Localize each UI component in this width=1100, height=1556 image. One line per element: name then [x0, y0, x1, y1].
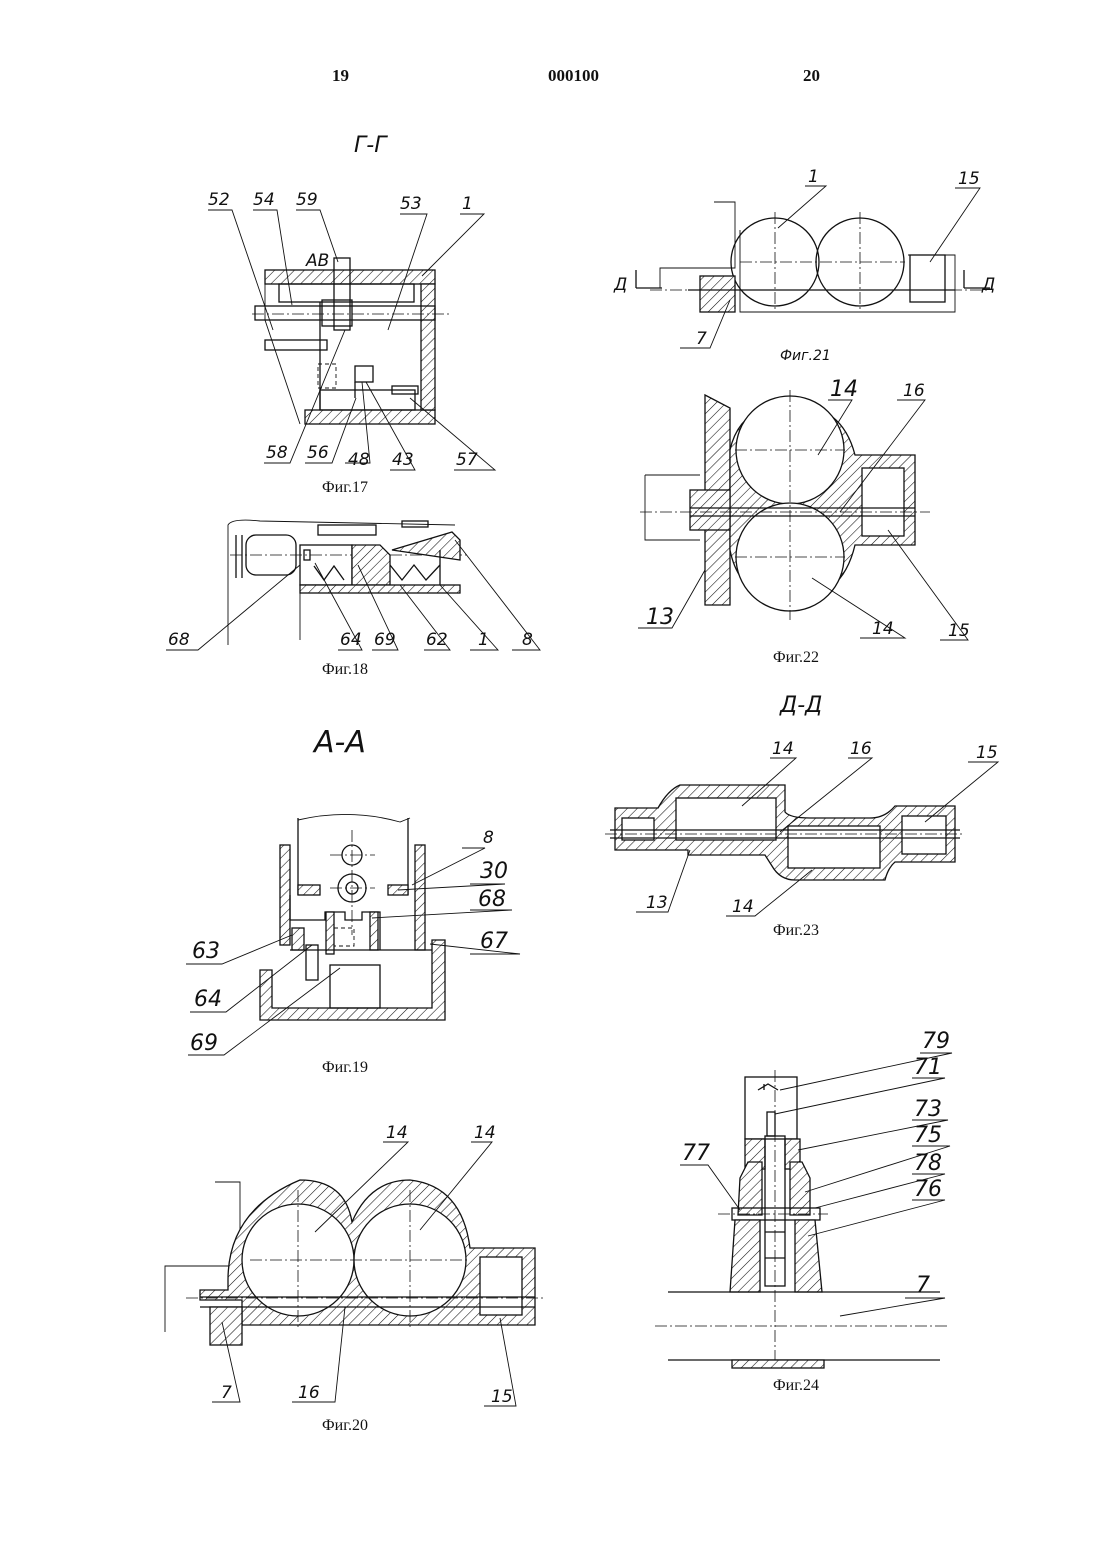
svg-text:64: 64: [340, 630, 362, 650]
caption-fig24: Фиг.24: [773, 1377, 819, 1394]
svg-text:75: 75: [914, 1123, 942, 1148]
svg-text:56: 56: [307, 443, 329, 463]
svg-text:13: 13: [646, 605, 674, 630]
svg-text:16: 16: [298, 1383, 320, 1403]
figure-24: 79 71 73 77 75 78 76 7 Фиг.24: [655, 1029, 952, 1394]
svg-text:78: 78: [914, 1151, 942, 1176]
figure-20: 14 14 7 16 15 Фиг.20: [165, 1123, 545, 1434]
svg-text:14: 14: [386, 1123, 408, 1143]
svg-text:62: 62: [426, 630, 448, 650]
caption-fig23: Фиг.23: [773, 922, 819, 939]
figure-21: Д Д 1 15 7 Фиг.21: [613, 167, 995, 364]
svg-text:15: 15: [491, 1387, 513, 1407]
svg-text:14: 14: [474, 1123, 496, 1143]
svg-text:14: 14: [830, 377, 858, 402]
svg-text:76: 76: [914, 1177, 942, 1202]
section-label-d-d: Д-Д: [779, 693, 822, 718]
svg-text:68: 68: [168, 630, 190, 650]
svg-text:53: 53: [400, 194, 422, 214]
svg-text:43: 43: [392, 450, 414, 470]
svg-text:АВ: АВ: [305, 251, 329, 271]
svg-text:77: 77: [682, 1141, 710, 1166]
figure-17: Г-Г АВ 52 54 59 53 1 58: [208, 133, 495, 496]
caption-fig21: Фиг.21: [780, 348, 831, 364]
caption-fig20: Фиг.20: [322, 1417, 368, 1434]
svg-text:69: 69: [374, 630, 396, 650]
svg-text:16: 16: [850, 739, 872, 759]
figure-18: 68 64 69 62 1 8 Фиг.18: [166, 520, 540, 678]
caption-fig19: Фиг.19: [322, 1059, 368, 1076]
svg-text:69: 69: [190, 1031, 218, 1056]
svg-text:68: 68: [478, 887, 506, 912]
svg-text:54: 54: [253, 190, 275, 210]
svg-text:64: 64: [194, 987, 222, 1012]
caption-fig18: Фиг.18: [322, 661, 368, 678]
svg-text:59: 59: [296, 190, 318, 210]
svg-text:15: 15: [958, 169, 980, 189]
svg-text:8: 8: [483, 828, 494, 848]
svg-text:Д: Д: [613, 275, 627, 295]
svg-text:16: 16: [903, 381, 925, 401]
svg-text:57: 57: [456, 450, 478, 470]
caption-fig17: Фиг.17: [322, 479, 368, 496]
svg-text:7: 7: [696, 329, 707, 349]
svg-text:1: 1: [808, 167, 819, 187]
svg-text:67: 67: [480, 929, 508, 954]
svg-text:63: 63: [192, 939, 220, 964]
caption-fig22: Фиг.22: [773, 649, 819, 666]
svg-text:8: 8: [522, 630, 533, 650]
svg-text:14: 14: [872, 619, 894, 639]
svg-text:14: 14: [772, 739, 794, 759]
svg-text:73: 73: [914, 1097, 942, 1122]
svg-text:71: 71: [914, 1055, 942, 1080]
svg-text:30: 30: [480, 859, 508, 884]
svg-text:58: 58: [266, 443, 288, 463]
svg-text:Д: Д: [981, 275, 995, 295]
section-label-a-a: А-А: [312, 725, 366, 760]
svg-text:52: 52: [208, 190, 230, 210]
svg-text:13: 13: [646, 893, 668, 913]
svg-text:7: 7: [916, 1273, 930, 1298]
section-label-g-g: Г-Г: [354, 133, 388, 158]
svg-text:15: 15: [948, 621, 970, 641]
svg-text:79: 79: [922, 1029, 950, 1054]
svg-text:15: 15: [976, 743, 998, 763]
figure-23: Д-Д 14 16 15 13 14 Фиг.23: [605, 693, 998, 939]
figure-22: 14 16 13 14 15 Фиг.22: [638, 377, 970, 666]
svg-text:1: 1: [478, 630, 489, 650]
svg-text:7: 7: [221, 1383, 232, 1403]
svg-text:1: 1: [462, 194, 473, 214]
figure-19: А-А 8 30 68 63 67 64 69: [186, 725, 520, 1076]
svg-text:48: 48: [348, 450, 370, 470]
svg-text:14: 14: [732, 897, 754, 917]
